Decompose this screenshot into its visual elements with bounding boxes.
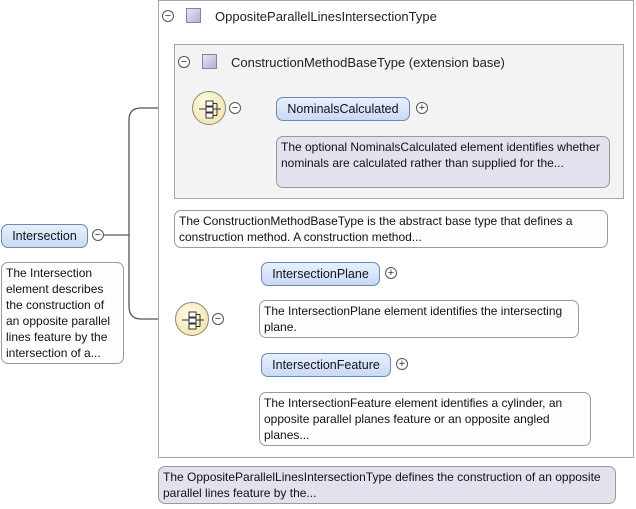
intersection-note: The Intersection element describes the c…	[1, 262, 124, 364]
element-intersection-plane[interactable]: IntersectionPlane	[261, 262, 380, 286]
sequence-icon-top[interactable]	[192, 91, 226, 125]
outer-type-note: The OppositeParallelLinesIntersectionTyp…	[158, 466, 616, 504]
sequence-icon-bottom[interactable]	[175, 302, 209, 336]
plane-note: The IntersectionPlane element identifies…	[259, 300, 579, 338]
base-type-title: ConstructionMethodBaseType (extension ba…	[231, 55, 505, 70]
element-intersection-feature[interactable]: IntersectionFeature	[261, 353, 391, 377]
intersection-collapse-icon[interactable]: −	[92, 229, 104, 241]
feature-note: The IntersectionFeature element identifi…	[259, 392, 591, 446]
base-type-note: The ConstructionMethodBaseType is the ab…	[174, 210, 608, 248]
connector-branch-top	[128, 107, 192, 235]
element-nominals-calculated[interactable]: NominalsCalculated	[276, 97, 410, 121]
nominals-expand-icon[interactable]: +	[416, 102, 428, 114]
feature-expand-icon[interactable]: +	[396, 358, 408, 370]
outer-type-complex-type-icon	[186, 8, 201, 23]
sequence-bottom-collapse-icon[interactable]: −	[212, 313, 224, 325]
sequence-top-collapse-icon[interactable]: −	[229, 102, 241, 114]
element-intersection[interactable]: Intersection	[1, 224, 88, 248]
sequence-symbol-icon	[182, 311, 204, 330]
base-type-complex-type-icon	[202, 54, 217, 69]
sequence-symbol-icon	[199, 100, 221, 119]
base-type-collapse-icon[interactable]: −	[178, 56, 190, 68]
nominals-note: The optional NominalsCalculated element …	[276, 136, 610, 188]
plane-expand-icon[interactable]: +	[385, 267, 397, 279]
outer-type-title: OppositeParallelLinesIntersectionType	[215, 9, 437, 24]
outer-type-collapse-icon[interactable]: −	[162, 10, 174, 22]
connector-branch-bottom	[128, 235, 175, 320]
